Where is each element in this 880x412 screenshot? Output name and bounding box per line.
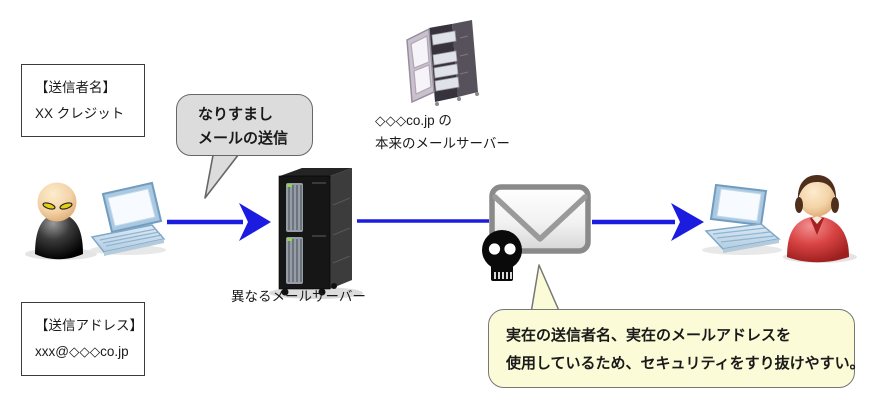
spoof-bubble: なりすまし メールの送信 xyxy=(176,94,313,156)
attacker-icon xyxy=(25,182,97,260)
recipient-icon xyxy=(783,175,857,263)
sender-address-box: 【送信アドレス】 xxx@◇◇◇co.jp xyxy=(21,302,145,376)
rogue-mail-server-icon xyxy=(269,168,363,299)
arrow-attacker-to-server xyxy=(167,203,271,241)
security-callout-line2: 使用しているため、セキュリティをすり抜けやすい。 xyxy=(506,354,865,372)
security-callout-tail xyxy=(530,264,561,314)
envelope-icon xyxy=(489,184,591,254)
legit-mail-server-icon xyxy=(406,20,479,106)
legit-server-caption-line1: ◇◇◇co.jp の xyxy=(375,113,452,128)
sender-name-label: 【送信者名】 xyxy=(35,80,116,95)
spoof-bubble-line2: メールの送信 xyxy=(198,130,289,148)
sender-address-value: xxx@◇◇◇co.jp xyxy=(35,344,129,360)
recipient-laptop-icon xyxy=(702,183,782,255)
security-callout: 実在の送信者名、実在のメールアドレスを 使用しているため、セキュリティをすり抜け… xyxy=(488,309,865,388)
sender-address-label: 【送信アドレス】 xyxy=(35,318,143,333)
sender-name-box: 【送信者名】 XX クレジット xyxy=(21,64,145,137)
spoof-bubble-line1: なりすまし xyxy=(198,106,274,123)
sender-name-value: XX クレジット xyxy=(35,106,125,122)
attacker-laptop-icon xyxy=(90,181,166,256)
legit-server-caption-line2: 本来のメールサーバー xyxy=(375,135,510,151)
rogue-server-caption: 異なるメールサーバー xyxy=(231,289,366,304)
arrow-envelope-to-recipient xyxy=(592,203,704,241)
spoof-bubble-tail xyxy=(204,149,243,199)
skull-icon xyxy=(482,230,522,281)
security-callout-line1: 実在の送信者名、実在のメールアドレスを xyxy=(506,327,792,344)
legit-server-caption: ◇◇◇co.jp の 本来のメールサーバー xyxy=(375,110,510,156)
